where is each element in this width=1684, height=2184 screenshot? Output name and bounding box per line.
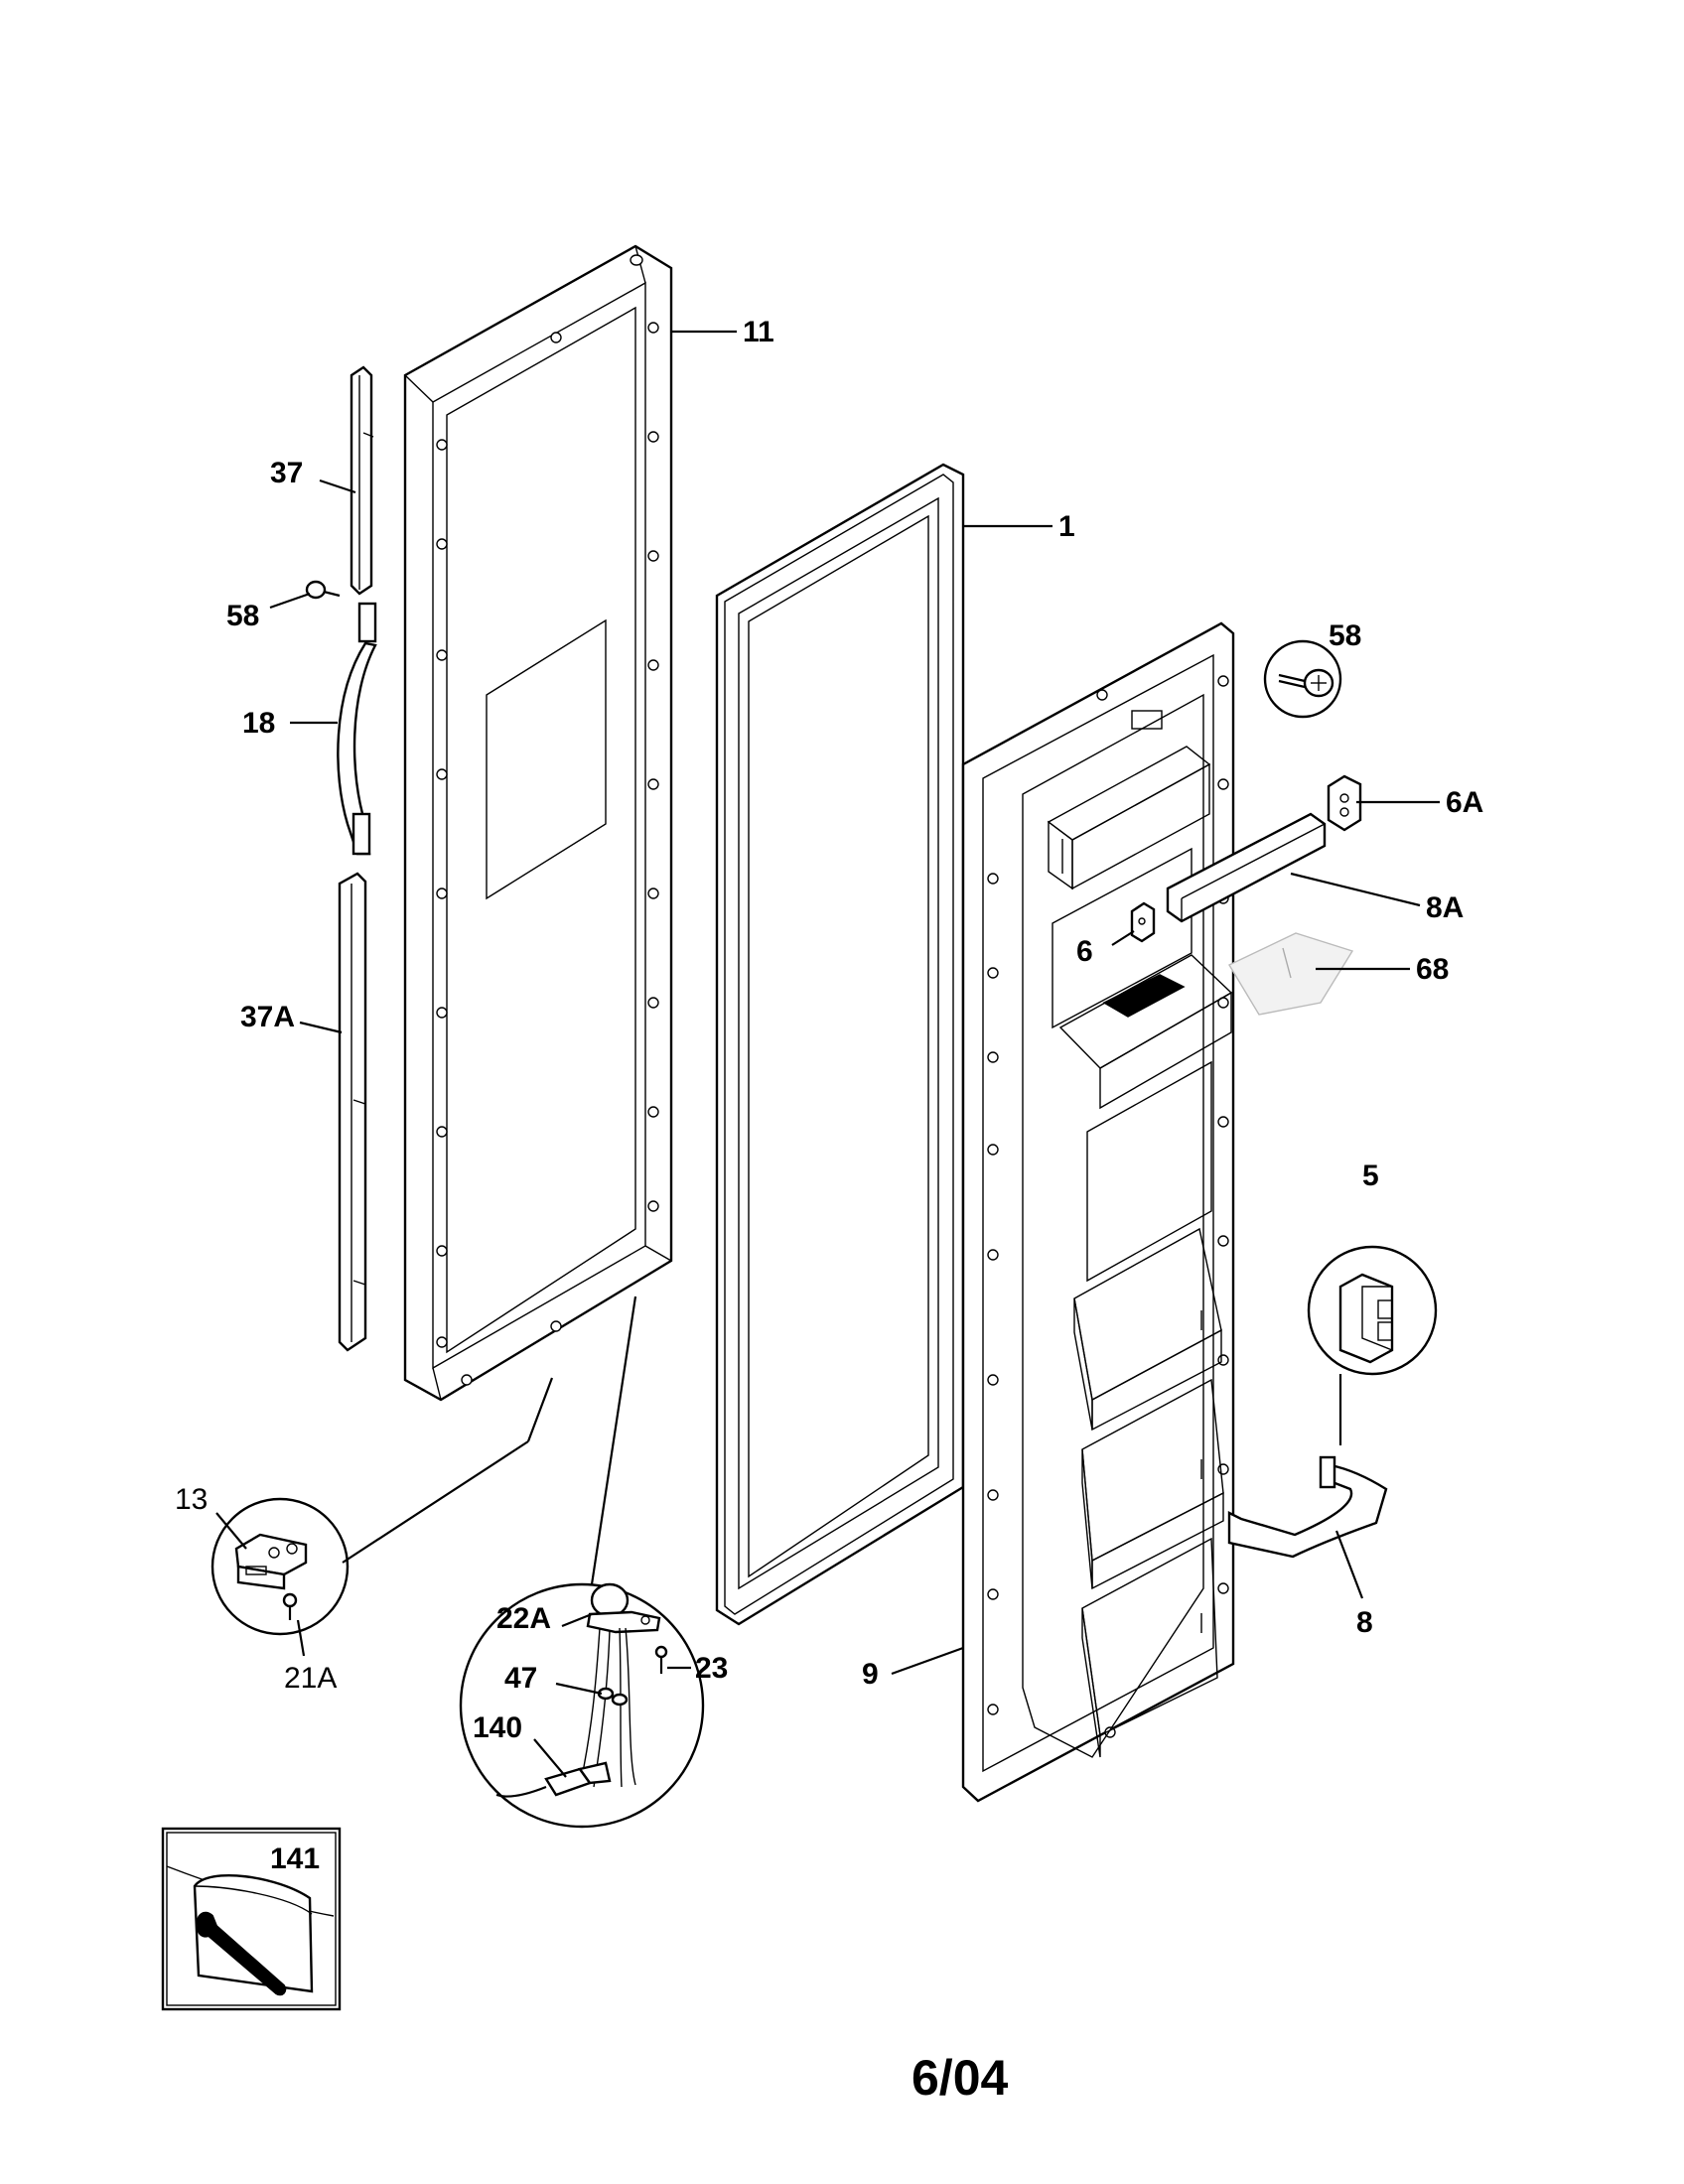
- callout-5: 5: [1362, 1160, 1379, 1192]
- door-bins: [1073, 1227, 1224, 1758]
- door-inner-liner: [961, 621, 1235, 1803]
- callout-23: 23: [695, 1652, 728, 1685]
- callout-8: 8: [1356, 1606, 1373, 1639]
- callout-6a: 6A: [1446, 786, 1483, 819]
- callout-140: 140: [473, 1711, 522, 1744]
- bar-8a: [1166, 812, 1327, 923]
- door-gasket: [715, 463, 965, 1626]
- callout-68: 68: [1416, 953, 1449, 986]
- door-outer-panel: [403, 244, 673, 1402]
- callout-37: 37: [270, 457, 303, 489]
- date-stamp: 6/04: [912, 2050, 1009, 2106]
- dispenser-pad: [1228, 932, 1354, 1016]
- latch-detail: [1307, 1245, 1438, 1445]
- callout-21a: 21A: [284, 1662, 337, 1695]
- callout-labels: 11 1 37 58 18 37A 58 6A 8A 6 68 5 8 9 13…: [175, 316, 1483, 2106]
- callout-37a: 37A: [240, 1001, 295, 1033]
- screw-left: [305, 580, 341, 600]
- upper-shelf: [1047, 746, 1211, 890]
- callout-47: 47: [504, 1662, 537, 1695]
- callout-141: 141: [270, 1843, 320, 1875]
- bracket-detail: [210, 1497, 350, 1636]
- callout-6: 6: [1076, 935, 1093, 968]
- screw-right-detail: [1263, 639, 1342, 719]
- callout-58-left: 58: [226, 600, 259, 632]
- clip-6a: [1327, 774, 1362, 832]
- callout-22a: 22A: [496, 1602, 551, 1635]
- upper-trim-strip: [350, 365, 374, 596]
- literature-kit-box: [161, 1827, 342, 2011]
- callout-1: 1: [1058, 510, 1075, 543]
- callout-18: 18: [242, 707, 275, 740]
- clip-6: [1130, 901, 1156, 943]
- callout-8a: 8A: [1426, 891, 1464, 924]
- callout-9: 9: [862, 1658, 879, 1691]
- frame-screw-holes: [436, 322, 659, 1386]
- callout-13: 13: [175, 1483, 208, 1516]
- frame-label-plate: [486, 618, 607, 900]
- lower-trim-strip: [338, 872, 367, 1352]
- callout-58-right: 58: [1329, 619, 1361, 652]
- dispenser-recess: [1052, 847, 1233, 1110]
- door-handle: [337, 602, 377, 856]
- bracket-bar-8: [1227, 1455, 1388, 1559]
- leader-lines: [215, 330, 1440, 1778]
- callout-11: 11: [743, 316, 774, 348]
